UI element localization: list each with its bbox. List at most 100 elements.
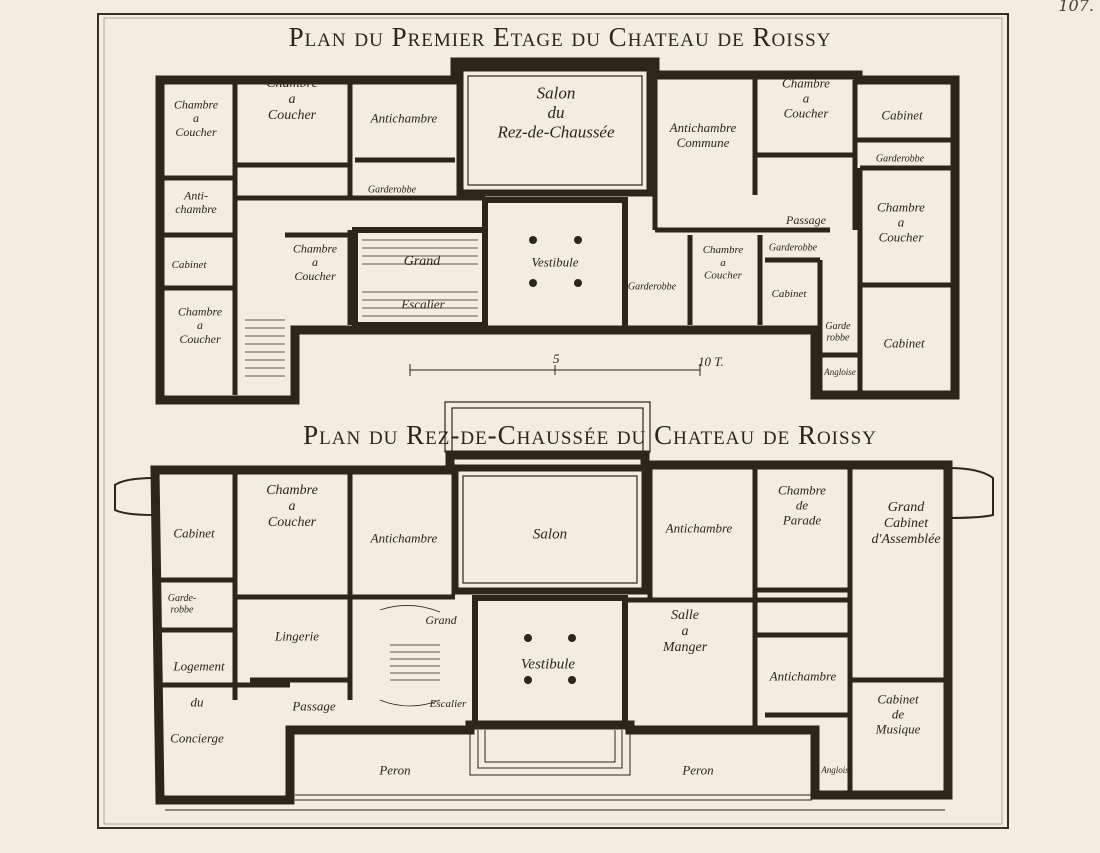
- lower-room-label: Antichambre: [370, 531, 438, 546]
- upper-room-label: Vestibule: [532, 255, 579, 270]
- upper-room-label: Rez-de-Chaussée: [496, 123, 615, 142]
- upper-room-label: Garde: [825, 321, 851, 332]
- lower-vestibule-wall: [472, 595, 628, 728]
- upper-room-label: Chambre: [266, 76, 318, 91]
- plate-border-inner: [103, 17, 1003, 825]
- lower-room-label: de: [892, 707, 905, 722]
- lower-room-label: Cabinet: [877, 692, 919, 707]
- lower-right-wing: [947, 467, 994, 519]
- lower-room-label: Salle: [671, 608, 699, 623]
- upper-room-label: Salon: [537, 83, 576, 102]
- upper-room-label: Cabinet: [883, 336, 925, 351]
- upper-room-label: Cabinet: [881, 108, 923, 123]
- lower-plan-walls: [114, 450, 994, 811]
- lower-outer-wall: [150, 450, 953, 805]
- upper-room-label: Garderobbe: [368, 185, 417, 196]
- lower-pavilion-frame: [444, 401, 651, 453]
- upper-room-label: du: [548, 103, 565, 122]
- upper-stair-wall: [352, 227, 488, 328]
- upper-room-label: Cabinet: [772, 288, 808, 300]
- upper-room-label: Escalier: [400, 297, 445, 312]
- upper-room-label: Coucher: [294, 269, 336, 283]
- lower-room-label: Cabinet: [884, 516, 929, 531]
- upper-room-label: a: [193, 111, 199, 125]
- scale-bar: [409, 364, 701, 376]
- lower-room-label: Chambre: [266, 483, 318, 498]
- lower-room-label: Antichambre: [769, 669, 837, 684]
- upper-room-label: Chambre: [178, 304, 223, 318]
- lower-room-label: Passage: [291, 699, 336, 714]
- upper-room-label: a: [898, 215, 905, 230]
- upper-vestibule-columns: [529, 236, 582, 287]
- lower-salon-inner: [462, 475, 638, 584]
- upper-room-label: Chambre: [877, 200, 925, 215]
- upper-salon-inner: [467, 75, 643, 186]
- lower-room-label: Grand: [888, 500, 926, 515]
- upper-room-label: chambre: [175, 202, 217, 216]
- upper-room-label: Grand: [404, 254, 442, 269]
- lower-room-label: Parade: [782, 513, 822, 528]
- lower-plan-title: Plan du Rez-de-Chaussée du Chateau de Ro…: [303, 420, 877, 450]
- lower-room-label: du: [191, 695, 205, 710]
- scale-mark-10: 10 T.: [698, 354, 724, 369]
- lower-room-label: a: [682, 624, 689, 639]
- upper-room-label: Cabinet: [172, 259, 208, 271]
- scale-mark-5: 5: [553, 351, 560, 366]
- lower-perron-steps: [165, 730, 945, 811]
- lower-room-label: Salon: [533, 526, 567, 542]
- lower-room-label: Antichambre: [665, 521, 733, 536]
- upper-room-label: Angloise: [823, 367, 856, 377]
- lower-room-label: Manger: [662, 640, 708, 655]
- lower-room-label: Musique: [875, 722, 921, 737]
- lower-room-label: d'Assemblée: [871, 532, 940, 547]
- upper-room-label: a: [312, 255, 318, 269]
- upper-room-label: robbe: [827, 332, 851, 343]
- upper-room-label: Chambre: [703, 244, 744, 256]
- upper-partitions: [160, 75, 955, 395]
- upper-plan-walls: [155, 57, 960, 405]
- lower-room-label: a: [289, 499, 296, 514]
- upper-room-label: Coucher: [175, 125, 217, 139]
- lower-room-label: Chambre: [778, 483, 826, 498]
- upper-room-label: Garderobbe: [769, 243, 818, 254]
- upper-room-label: Coucher: [704, 270, 743, 282]
- upper-room-label: Commune: [677, 135, 730, 150]
- upper-salon-wall: [456, 64, 654, 197]
- upper-room-label: Passage: [785, 213, 827, 227]
- upper-room-label: Chambre: [293, 241, 338, 255]
- upper-room-label: Antichambre: [669, 120, 737, 135]
- lower-partitions: [160, 465, 948, 795]
- lower-room-label: Grand: [425, 613, 457, 627]
- lower-left-wing: [114, 477, 156, 516]
- lower-room-label: Peron: [681, 763, 713, 778]
- lower-vestibule-columns: [524, 634, 576, 684]
- lower-room-label: Escalier: [429, 698, 467, 710]
- upper-room-label: a: [720, 257, 726, 269]
- upper-room-label: Chambre: [782, 76, 830, 91]
- lower-room-label: Peron: [378, 763, 410, 778]
- plate-border: [97, 13, 1009, 829]
- lower-room-label: Coucher: [268, 515, 317, 530]
- lower-room-label: Garde-: [168, 593, 197, 604]
- upper-room-label: Garderobbe: [876, 154, 925, 165]
- lower-stair-treads: [379, 605, 441, 707]
- lower-room-label: robbe: [171, 604, 195, 615]
- lower-room-label: Cabinet: [173, 526, 215, 541]
- upper-room-label: Antichambre: [370, 111, 438, 126]
- upper-room-label: a: [197, 318, 203, 332]
- page-number: 107.: [1058, 0, 1094, 15]
- upper-room-label: Anti-: [183, 188, 208, 202]
- lower-room-label: Concierge: [170, 731, 224, 746]
- upper-room-label: Coucher: [179, 332, 221, 346]
- upper-room-label: Coucher: [784, 106, 830, 121]
- upper-small-stair: [245, 319, 285, 377]
- lower-salon-wall: [451, 464, 649, 595]
- lower-room-label: Angloise: [820, 765, 853, 775]
- upper-room-label: Coucher: [879, 230, 925, 245]
- upper-outer-wall: [155, 57, 960, 405]
- upper-stair-treads: [362, 239, 478, 317]
- upper-room-label: a: [803, 91, 810, 106]
